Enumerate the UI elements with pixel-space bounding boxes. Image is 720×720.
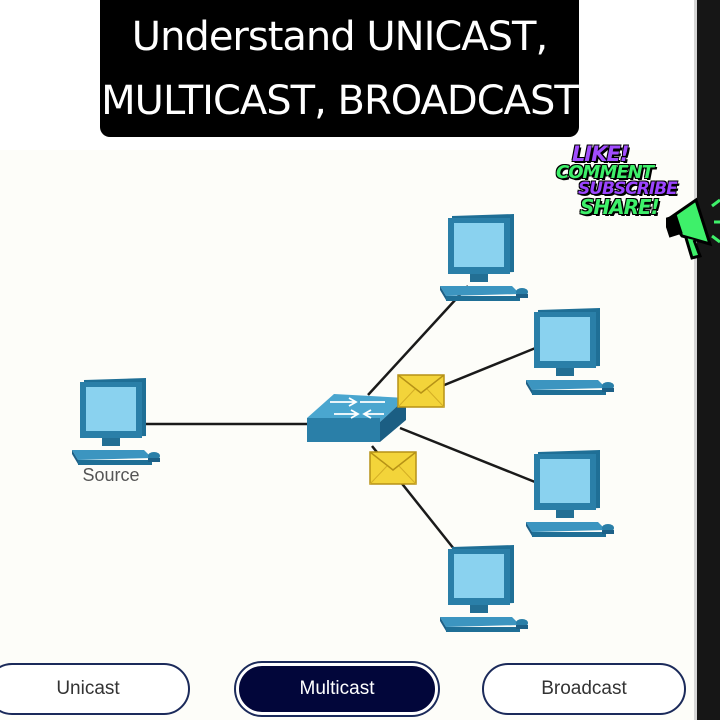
right-edge-scroll-strip [694,0,697,720]
video-title: Understand UNICAST, MULTICAST, BROADCAST [100,0,579,137]
link-switch-pc3 [399,426,541,486]
switch-icon[interactable] [307,394,406,442]
link-switch-pc1 [367,285,469,396]
computer-icon-1[interactable] [440,214,528,301]
engagement-sticker: LIKE! COMMENT SUBSCRIBE SHARE! [552,142,720,267]
multicast-button[interactable]: Multicast [236,663,438,715]
envelope-icon-2 [369,451,417,485]
right-edge-bar [694,0,720,720]
sticker-like: LIKE! [571,142,629,167]
envelope-icon-1 [397,374,445,408]
network-diagram [72,214,614,632]
source-label: Source [82,465,140,485]
broadcast-button[interactable]: Broadcast [482,663,686,715]
sticker-subscribe: SUBSCRIBE [578,179,679,200]
title-line-2: MULTICAST, BROADCAST [101,78,579,124]
unicast-button[interactable]: Unicast [0,663,190,715]
computer-icon-4[interactable] [440,545,528,632]
computer-icon-2[interactable] [526,308,614,395]
computer-icon-3[interactable] [526,450,614,537]
sticker-comment: COMMENT [556,162,655,184]
megaphone-icon [666,197,720,260]
sticker-share: SHARE! [580,195,661,220]
title-line-1: Understand UNICAST, [131,14,548,60]
source-computer-icon[interactable] [72,378,160,465]
